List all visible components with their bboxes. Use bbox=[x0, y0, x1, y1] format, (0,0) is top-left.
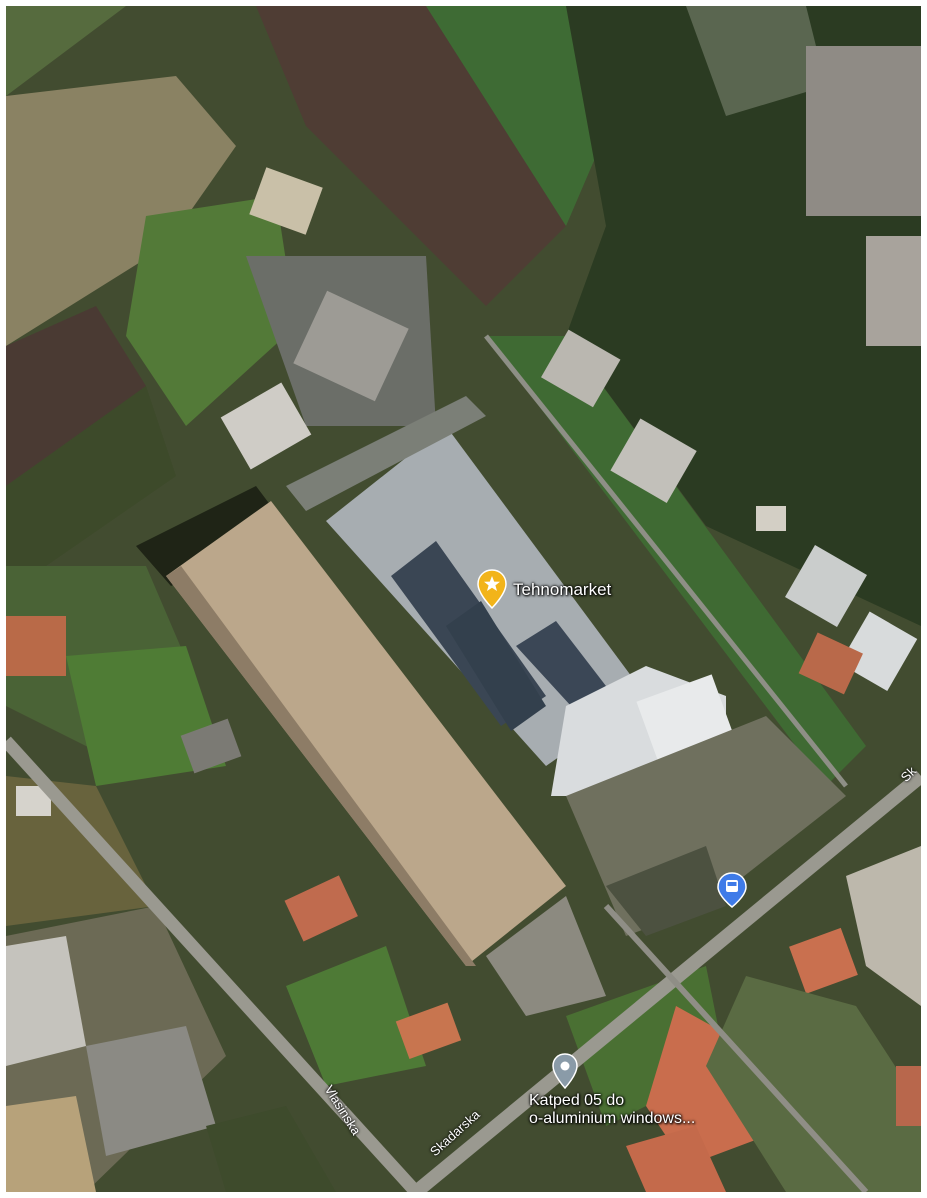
generic-pin-icon[interactable] bbox=[552, 1053, 578, 1089]
bus-stop-icon[interactable] bbox=[717, 872, 747, 908]
place-label-katped-line-1: Katped 05 do bbox=[529, 1092, 625, 1109]
star-pin-icon[interactable] bbox=[477, 569, 507, 609]
satellite-imagery bbox=[6, 6, 921, 1192]
place-label-katped-line-2: o-aluminium windows... bbox=[529, 1110, 696, 1127]
satellite-map[interactable]: Tehnomarket Katped 05 do o-aluminium win… bbox=[6, 6, 921, 1192]
place-label-katped[interactable]: Katped 05 do o-aluminium windows... bbox=[529, 1092, 695, 1128]
place-label-tehnomarket[interactable]: Tehnomarket bbox=[513, 580, 612, 599]
